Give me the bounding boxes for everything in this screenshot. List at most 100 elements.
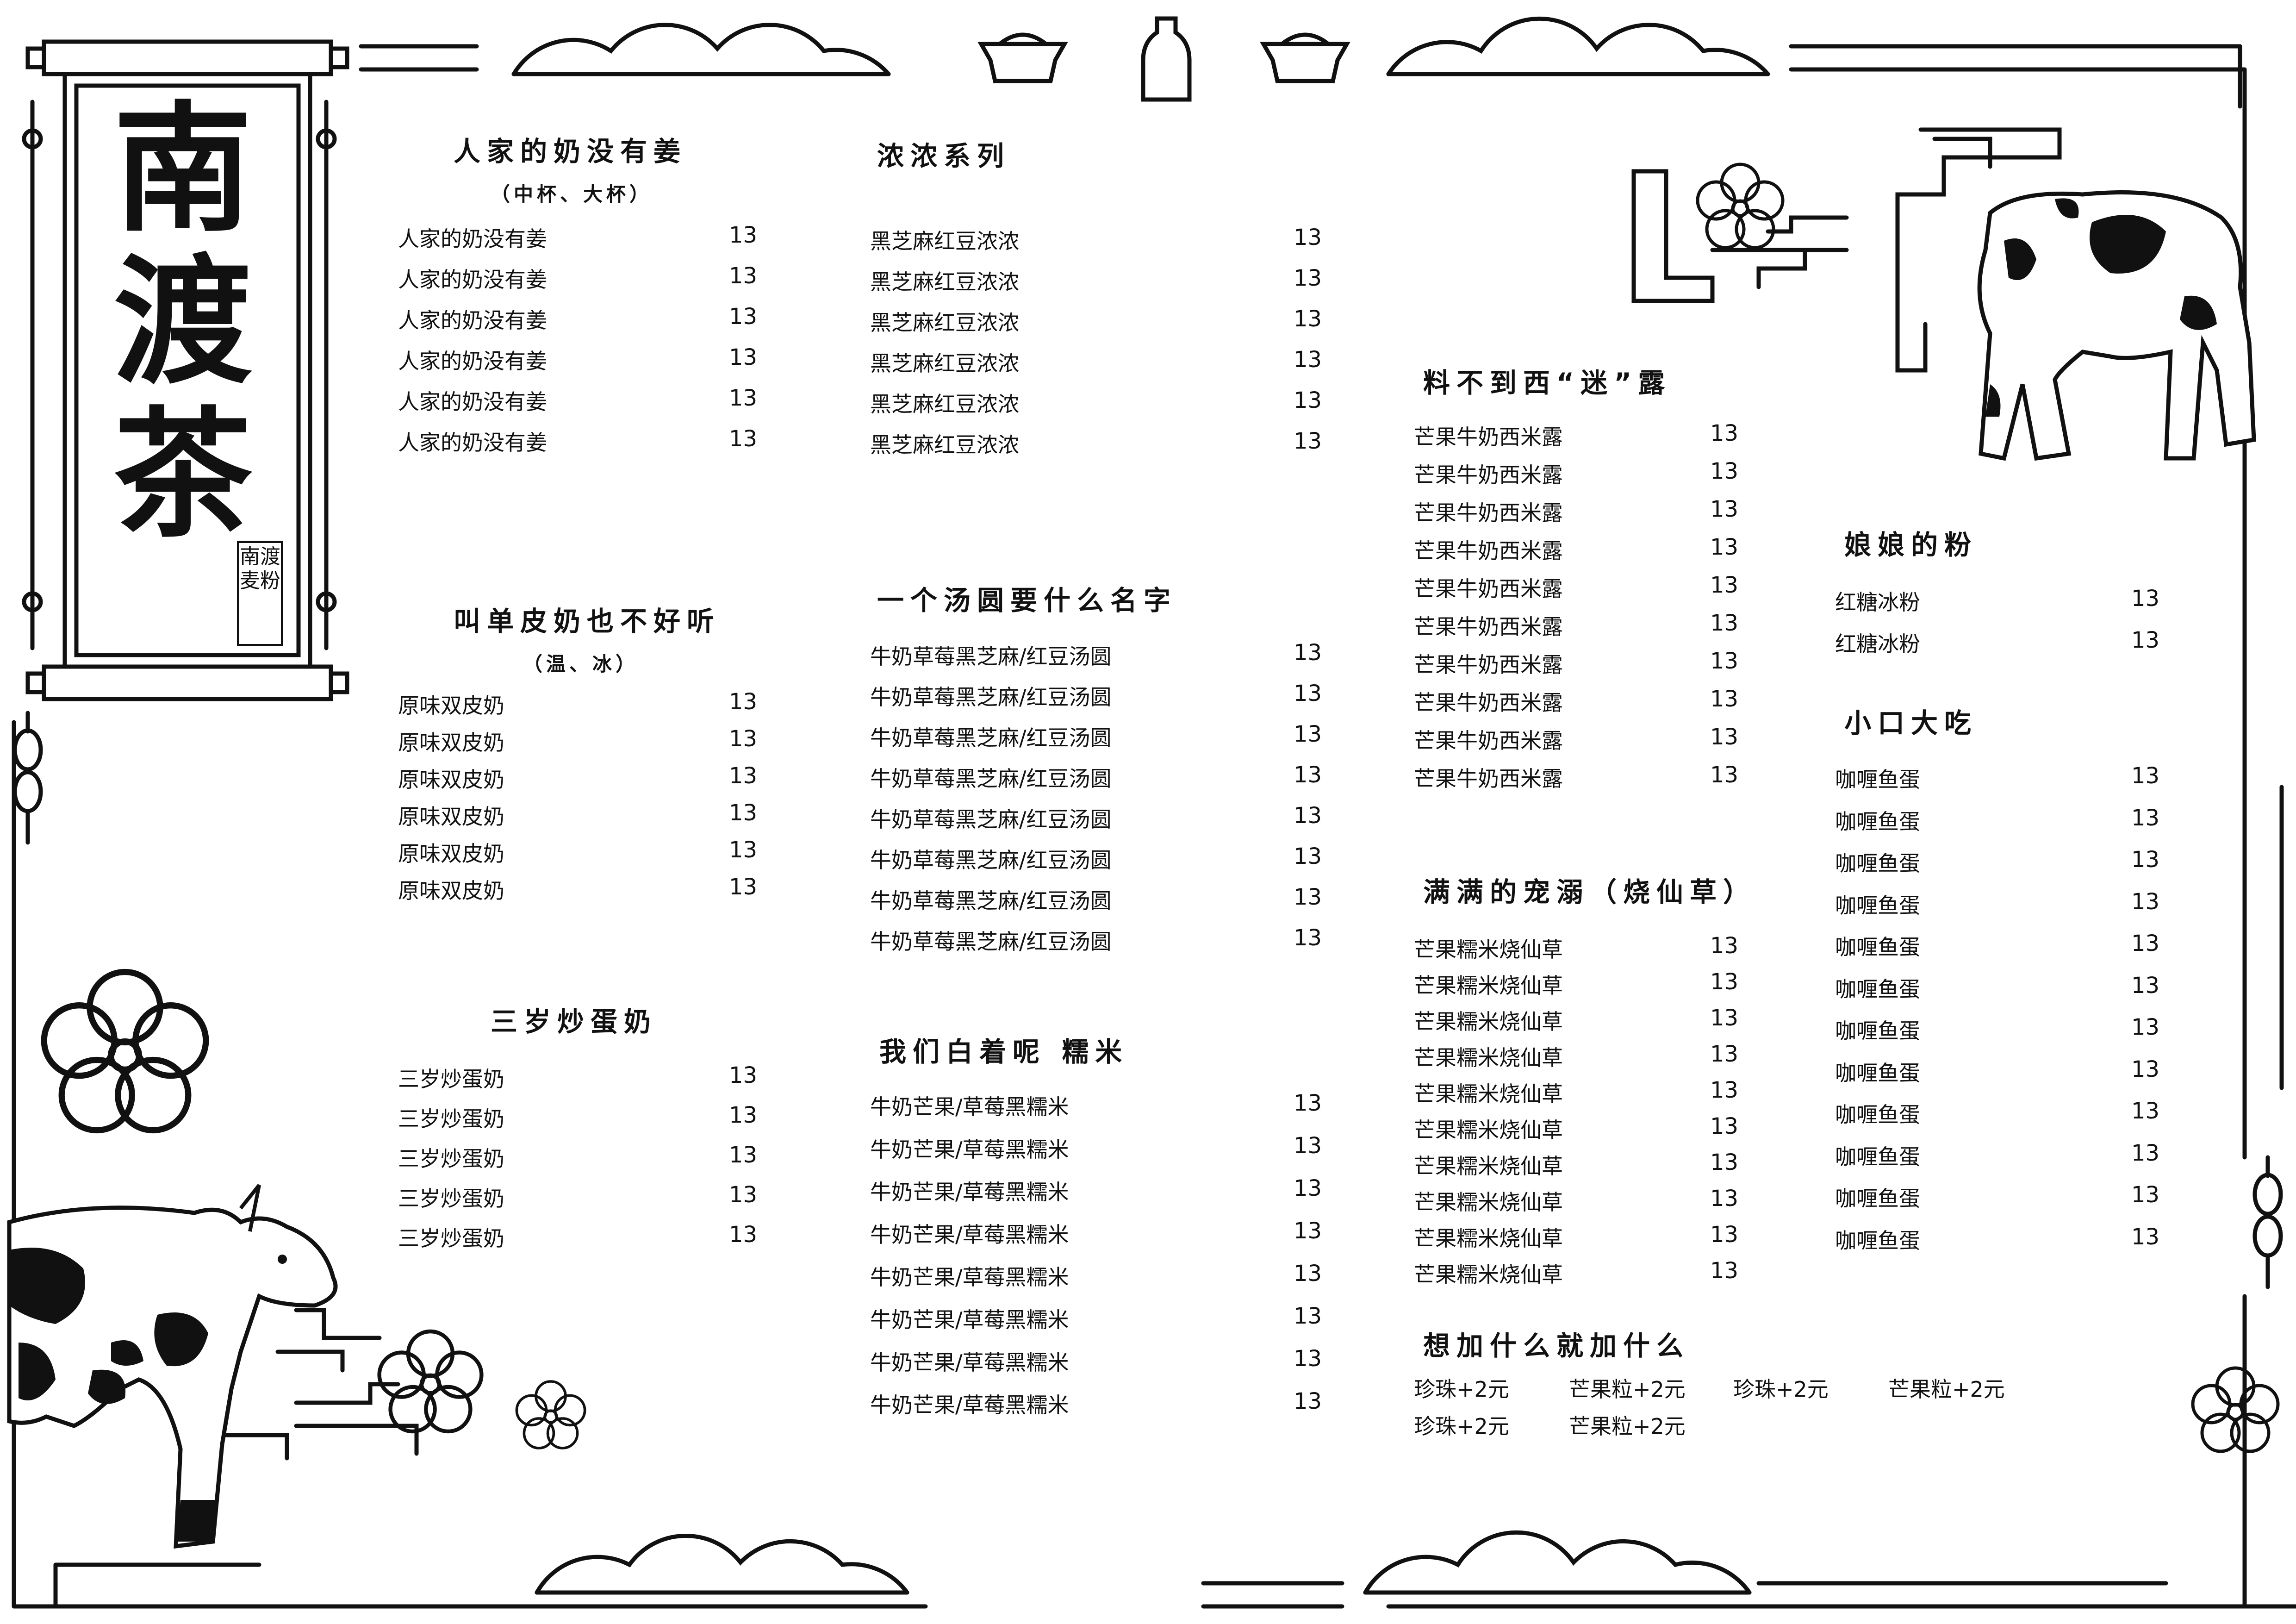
addon-item: 芒果粒+2元 bbox=[1888, 1377, 2005, 1402]
menu-item-name: 黑芝麻红豆浓浓 bbox=[870, 269, 1019, 294]
menu-item-name: 牛奶芒果/草莓黑糯米 bbox=[870, 1307, 1069, 1332]
menu-item-price: 13 bbox=[1294, 225, 1322, 250]
bottom-arch-left bbox=[535, 1533, 909, 1595]
section-title: 料不到西“迷”露 bbox=[1423, 367, 1672, 399]
menu-item-price: 13 bbox=[729, 1182, 758, 1208]
menu-item-price: 13 bbox=[729, 726, 758, 752]
menu-item-row: 芒果牛奶西米露 13 bbox=[1414, 572, 1738, 603]
menu-item-price: 13 bbox=[729, 874, 758, 900]
menu-item-name: 人家的奶没有姜 bbox=[398, 389, 547, 414]
section-title: 人家的奶没有姜 bbox=[454, 136, 687, 167]
menu-item-price: 13 bbox=[1294, 1218, 1322, 1244]
menu-item-row: 人家的奶没有姜 13 bbox=[398, 222, 757, 253]
menu-section: 叫单皮奶也不好听 （温、冰） bbox=[454, 600, 778, 677]
menu-item-price: 13 bbox=[1710, 1258, 1739, 1284]
menu-item-name: 芒果糯米烧仙草 bbox=[1414, 1262, 1563, 1287]
menu-item-name: 牛奶芒果/草莓黑糯米 bbox=[870, 1137, 1069, 1162]
menu-item-price: 13 bbox=[1294, 265, 1322, 291]
menu-item-name: 芒果牛奶西米露 bbox=[1414, 425, 1563, 450]
menu-item-price: 13 bbox=[1710, 762, 1739, 788]
menu-item-price: 13 bbox=[1710, 969, 1739, 995]
section-title: 叫单皮奶也不好听 bbox=[454, 606, 721, 637]
menu-item-name: 原味双皮奶 bbox=[398, 767, 504, 792]
menu-section: 三岁炒蛋奶 bbox=[491, 1000, 768, 1039]
menu-item-name: 芒果糯米烧仙草 bbox=[1414, 1118, 1563, 1143]
menu-item-name: 牛奶草莓黑芝麻/红豆汤圆 bbox=[870, 766, 1112, 791]
menu-section: 小口大吃 bbox=[1844, 701, 2122, 740]
menu-item-price: 13 bbox=[729, 263, 758, 289]
menu-item-name: 牛奶芒果/草莓黑糯米 bbox=[870, 1094, 1069, 1119]
menu-item-name: 黑芝麻红豆浓浓 bbox=[870, 432, 1019, 457]
menu-item-price: 13 bbox=[1710, 648, 1739, 674]
menu-item-name: 咖喱鱼蛋 bbox=[1835, 1228, 1920, 1253]
menu-item-name: 牛奶草莓黑芝麻/红豆汤圆 bbox=[870, 644, 1112, 669]
menu-item-price: 13 bbox=[1294, 884, 1322, 910]
top-arch-left bbox=[511, 23, 891, 76]
menu-item-name: 咖喱鱼蛋 bbox=[1835, 893, 1920, 918]
menu-item-price: 13 bbox=[2131, 763, 2160, 789]
menu-item-row: 黑芝麻红豆浓浓 13 bbox=[870, 225, 1322, 255]
menu-item-price: 13 bbox=[1294, 1090, 1322, 1116]
menu-item-price: 13 bbox=[729, 385, 758, 411]
menu-item-name: 人家的奶没有姜 bbox=[398, 267, 547, 292]
menu-item-name: 原味双皮奶 bbox=[398, 693, 504, 718]
menu-item-name: 牛奶草莓黑芝麻/红豆汤圆 bbox=[870, 848, 1112, 873]
menu-item-name: 牛奶芒果/草莓黑糯米 bbox=[870, 1222, 1069, 1247]
menu-item-name: 三岁炒蛋奶 bbox=[398, 1146, 504, 1171]
addon-item: 珍珠+2元 bbox=[1733, 1377, 1829, 1402]
menu-item-name: 红糖冰粉 bbox=[1835, 590, 1920, 615]
menu-item-name: 黑芝麻红豆浓浓 bbox=[870, 229, 1019, 254]
addon-item: 芒果粒+2元 bbox=[1569, 1377, 1686, 1402]
menu-item-price: 13 bbox=[2131, 1140, 2160, 1166]
cloud-pattern-icon bbox=[1631, 127, 2062, 373]
menu-item-name: 芒果牛奶西米露 bbox=[1414, 576, 1563, 601]
menu-item-price: 13 bbox=[729, 837, 758, 863]
menu-item-name: 人家的奶没有姜 bbox=[398, 308, 547, 333]
menu-section: 我们白着呢 糯米 bbox=[879, 1030, 1296, 1069]
menu-item-row: 芒果糯米烧仙草 13 bbox=[1414, 1258, 1738, 1288]
menu-item-name: 咖喱鱼蛋 bbox=[1835, 1018, 1920, 1043]
menu-item-name: 咖喱鱼蛋 bbox=[1835, 935, 1920, 960]
menu-item-price: 13 bbox=[1710, 610, 1739, 636]
menu-item-price: 13 bbox=[1710, 1186, 1739, 1212]
menu-item-name: 咖喱鱼蛋 bbox=[1835, 809, 1920, 834]
menu-item-price: 13 bbox=[1710, 534, 1739, 560]
top-arch-right bbox=[1386, 16, 1770, 76]
menu-item-price: 13 bbox=[2131, 888, 2160, 915]
menu-item-price: 13 bbox=[1710, 1005, 1739, 1031]
menu-item-price: 13 bbox=[1710, 572, 1739, 598]
menu-item-name: 人家的奶没有姜 bbox=[398, 226, 547, 251]
menu-item-price: 13 bbox=[2131, 627, 2160, 653]
menu-item-price: 13 bbox=[729, 222, 758, 248]
menu-item-price: 13 bbox=[1294, 803, 1322, 829]
